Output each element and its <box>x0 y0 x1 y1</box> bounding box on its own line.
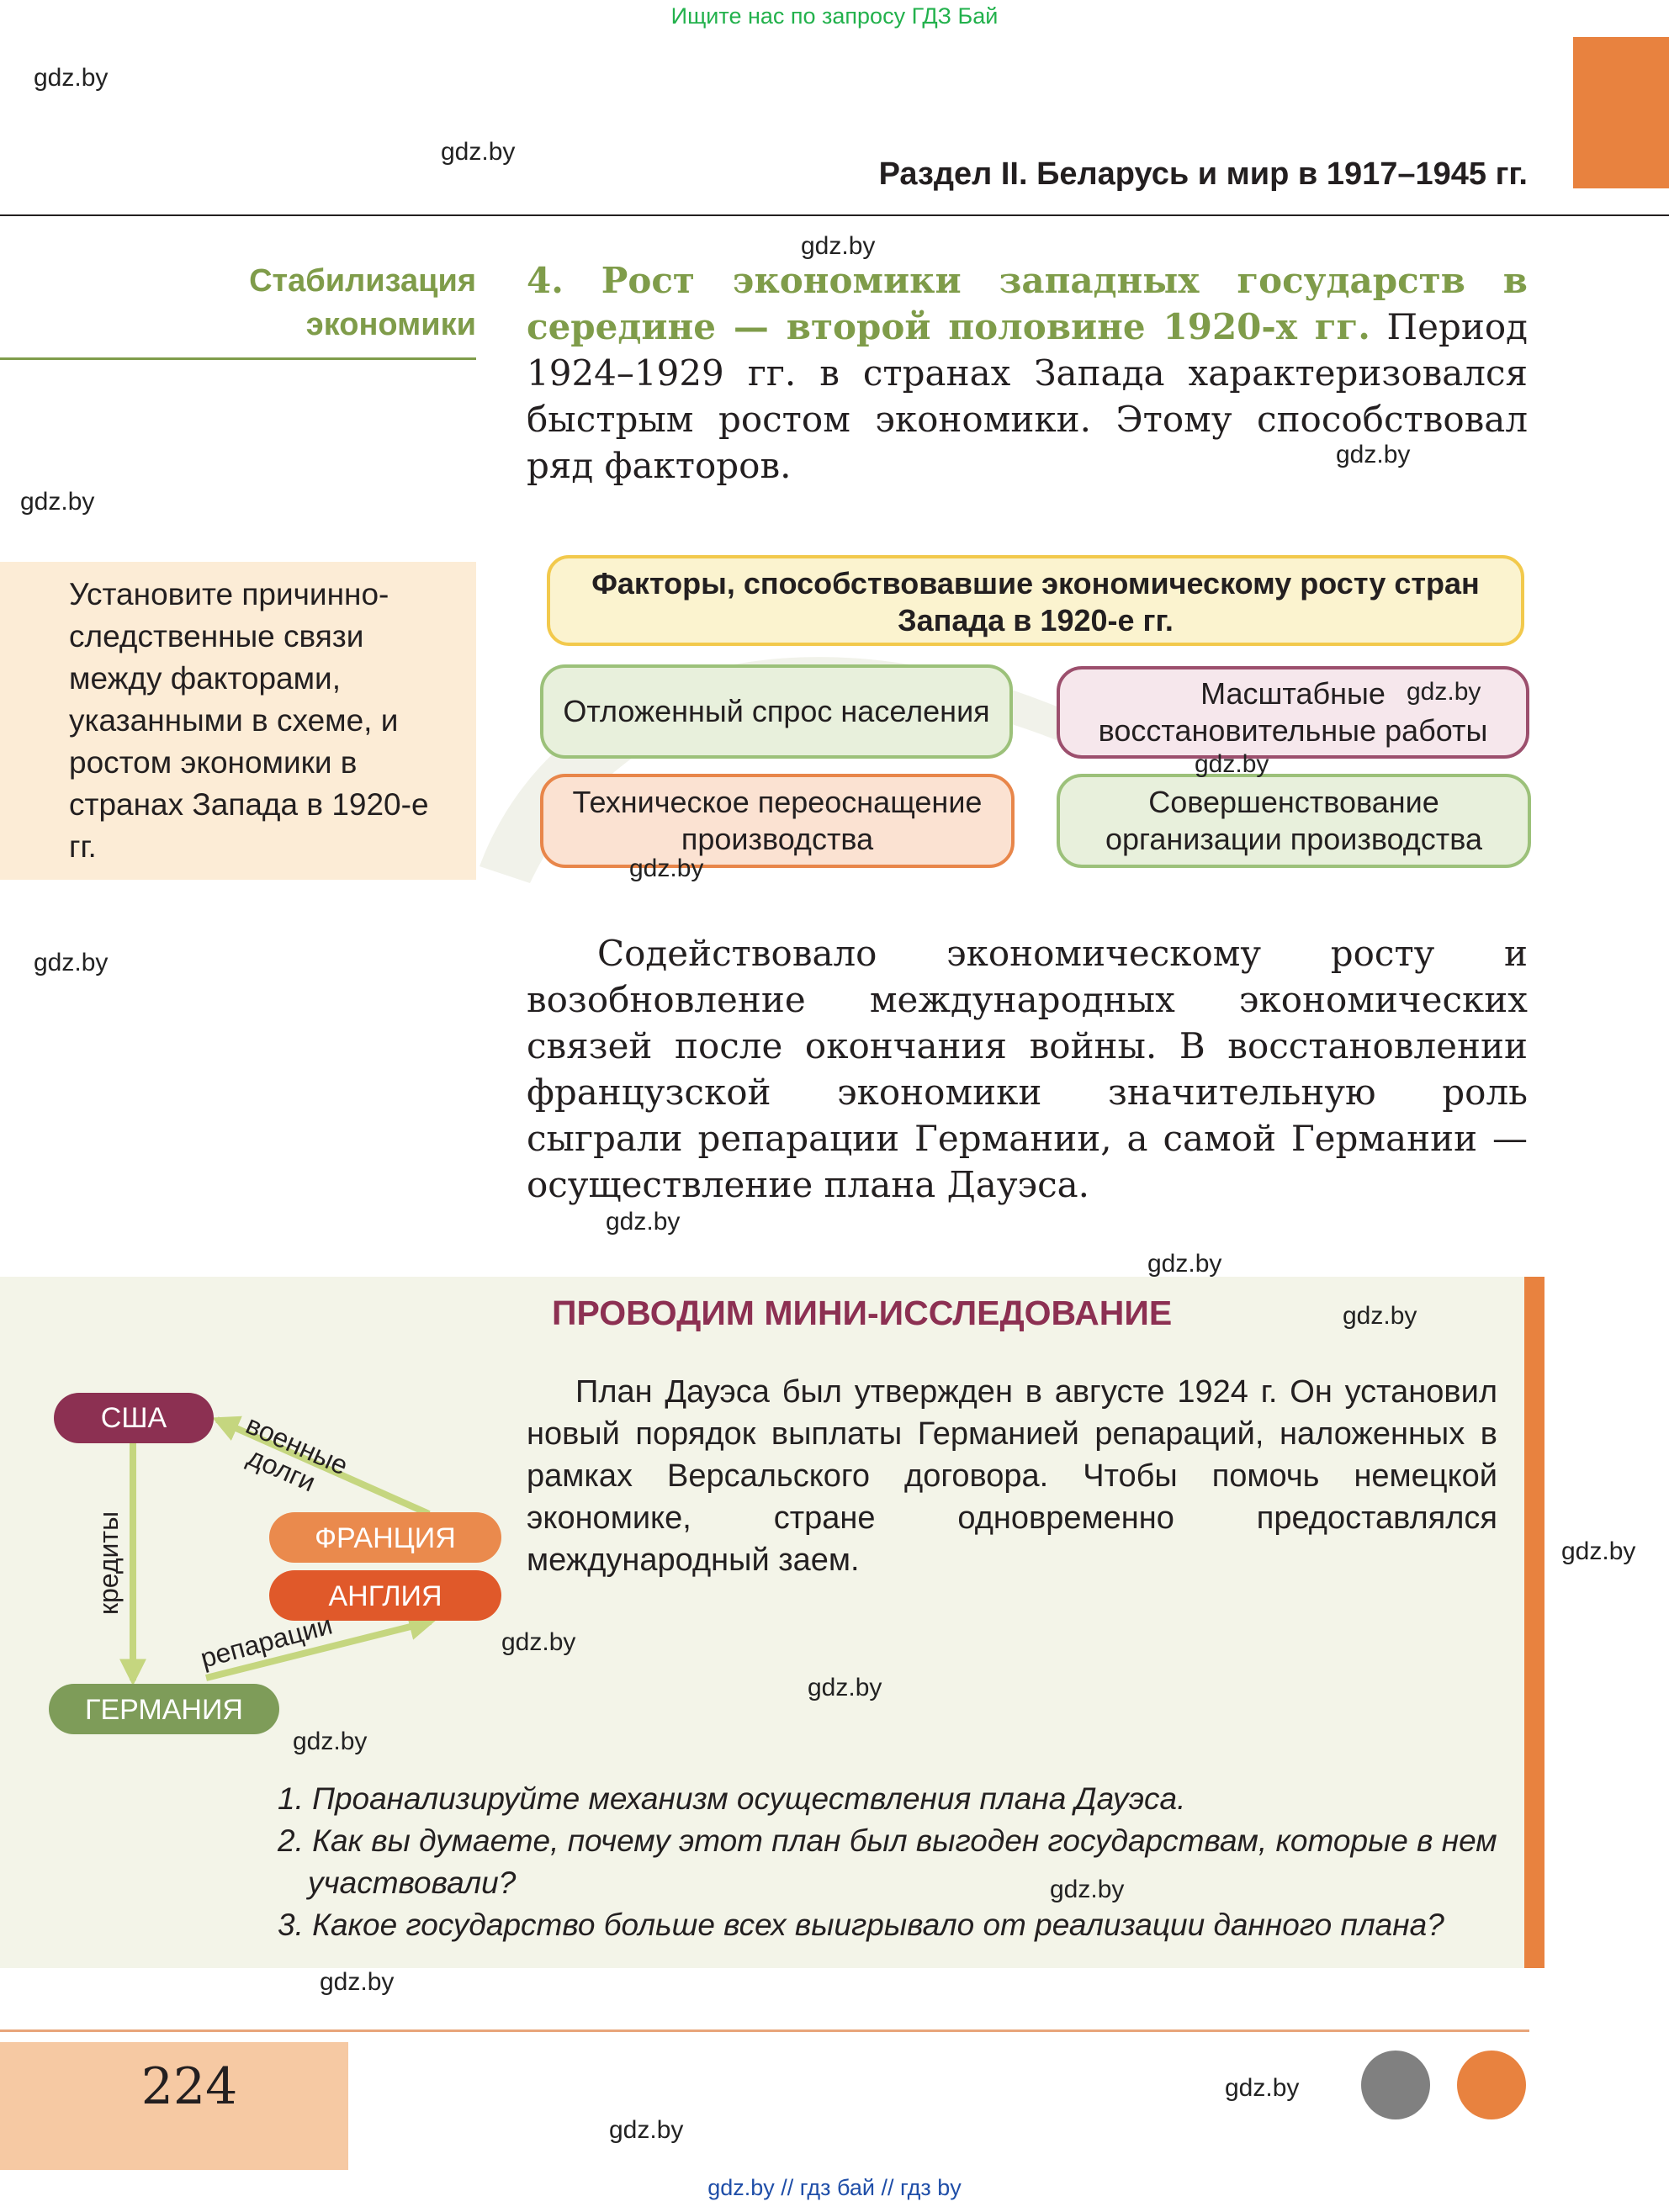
germany-label: ГЕРМАНИЯ <box>85 1694 243 1726</box>
watermark: gdz.by <box>441 138 516 166</box>
factor-label: Масштабные восстановительные работы <box>1098 676 1488 748</box>
question-3: 3. Какое государство больше всех выигрыв… <box>278 1908 1444 1942</box>
page-number-box <box>0 2042 348 2170</box>
research-panel <box>0 1277 1524 1968</box>
top-banner: Ищите нас по запросу ГДЗ Бай <box>670 3 999 29</box>
margin-rule <box>0 357 476 360</box>
question-2: 2. Как вы думаете, почему этот план был … <box>278 1823 1497 1900</box>
paragraph-1-heading: 4. Рост экономики западных государств в … <box>527 260 1528 347</box>
scheme-title: Факторы, способствовавшие экономическому… <box>591 566 1480 638</box>
watermark: gdz.by <box>320 1968 395 1996</box>
research-text: План Дауэса был утвержден в августе 1924… <box>527 1374 1497 1578</box>
factor-deferred-demand: Отложенный спрос населения <box>540 664 1013 759</box>
watermark: gdz.by <box>1336 441 1411 468</box>
reparations-arrow <box>205 1613 437 1681</box>
watermark: gdz.by <box>629 855 704 882</box>
watermark: gdz.by <box>1343 1302 1417 1330</box>
usa-box <box>54 1393 214 1443</box>
paragraph-1-body: Период 1924–1929 гг. в странах Запада ха… <box>527 306 1529 486</box>
war-debts-arrow <box>212 1416 431 1517</box>
watermark: gdz.by <box>609 2116 684 2144</box>
watermark: gdz.by <box>34 949 109 976</box>
question-1: 1. Проанализируйте механизм осуществлени… <box>278 1781 1186 1816</box>
margin-heading-line-1: Стабилизация <box>249 263 476 299</box>
scheme-title-box <box>547 555 1524 646</box>
usa-label: США <box>101 1402 167 1434</box>
research-questions: 1. Проанализируйте механизм осуществлени… <box>278 1778 1514 1946</box>
watermark: gdz.by <box>606 1208 681 1236</box>
orange-dot-icon <box>1457 2051 1526 2119</box>
factor-label: Совершенствование организации производст… <box>1105 785 1483 856</box>
france-label: ФРАНЦИЯ <box>315 1522 456 1554</box>
margin-heading: Стабилизация экономики <box>249 259 476 347</box>
margin-heading-line-2: экономики <box>305 307 476 342</box>
gray-dot-icon <box>1361 2051 1430 2119</box>
watermark: gdz.by <box>34 64 109 92</box>
germany-box <box>49 1684 279 1734</box>
dawes-plan-diagram: США ФРАНЦИЯ АНГЛИЯ ГЕРМАНИЯ военные долг… <box>49 1393 501 1734</box>
credits-label: кредиты <box>93 1511 124 1615</box>
france-box <box>269 1512 501 1563</box>
watermark: gdz.by <box>808 1674 882 1701</box>
watermark: gdz.by <box>501 1628 576 1656</box>
bottom-banner: gdz.by // гдз бай // гдз by <box>707 2175 962 2200</box>
factor-reconstruction: Масштабные восстановительные работы <box>1057 666 1529 759</box>
section-header: Раздел II. Беларусь и мир в 1917–1945 гг… <box>878 156 1528 192</box>
factor-label: Отложенный спрос населения <box>563 694 990 728</box>
task-text: Установите причинно-следственные связи м… <box>69 577 429 864</box>
factor-organization-improvement: Совершенствование организации производст… <box>1057 774 1531 868</box>
factor-label: Техническое переоснащение производства <box>572 785 983 856</box>
watermark: gdz.by <box>1225 2074 1300 2102</box>
research-title: ПРОВОДИМ МИНИ-ИССЛЕДОВАНИЕ <box>552 1294 1173 1332</box>
watermark: gdz.by <box>1050 1876 1125 1903</box>
watermark: gdz.by <box>1195 750 1269 778</box>
england-box <box>269 1570 501 1621</box>
research-side-bar <box>1524 1277 1544 1968</box>
factor-technical-reequipment: Техническое переоснащение производства <box>540 774 1015 868</box>
footer-rule <box>0 2029 1529 2032</box>
england-label: АНГЛИЯ <box>328 1580 442 1612</box>
task-box <box>0 562 476 880</box>
paragraph-1: 4. Рост экономики западных государств в … <box>527 257 1528 489</box>
header-rule <box>0 214 1669 216</box>
watermark: gdz.by <box>801 232 876 260</box>
watermark: gdz.by <box>1147 1250 1222 1278</box>
watermark: gdz.by <box>1561 1537 1636 1565</box>
watermark: gdz.by <box>1407 678 1481 706</box>
page-number: 224 <box>140 2057 238 2116</box>
paragraph-2: Содействовало экономическому росту и воз… <box>527 933 1528 1205</box>
watermark: gdz.by <box>20 488 95 516</box>
watermark: gdz.by <box>293 1728 368 1755</box>
chapter-tab <box>1573 37 1669 188</box>
